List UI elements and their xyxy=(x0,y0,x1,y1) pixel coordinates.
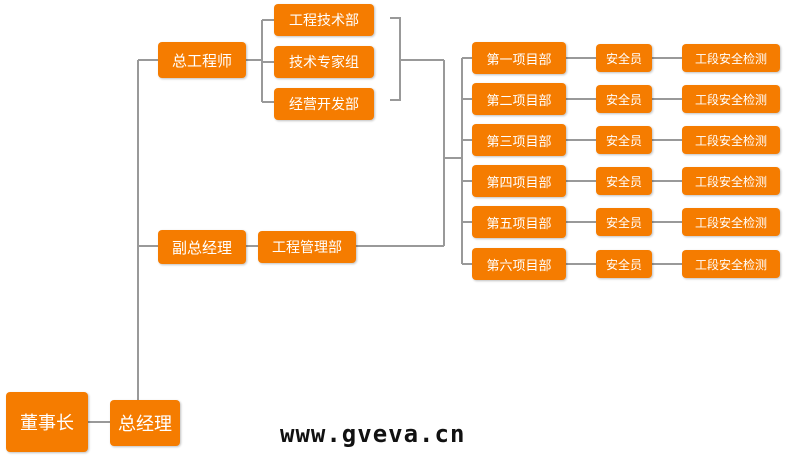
node-chief-engineer: 总工程师 xyxy=(158,42,246,78)
node-safety-check-3: 工段安全检测 xyxy=(682,126,780,154)
node-deputy-gm: 副总经理 xyxy=(158,230,246,264)
node-safety-check-2: 工段安全检测 xyxy=(682,85,780,113)
node-project-3: 第三项目部 xyxy=(472,124,566,156)
node-project-1: 第一项目部 xyxy=(472,42,566,74)
node-project-6: 第六项目部 xyxy=(472,248,566,280)
node-biz-dev-dept: 经营开发部 xyxy=(274,88,374,120)
node-safety-officer-3: 安全员 xyxy=(596,126,652,154)
node-project-5: 第五项目部 xyxy=(472,206,566,238)
node-safety-officer-2: 安全员 xyxy=(596,85,652,113)
node-chairman: 董事长 xyxy=(6,392,88,452)
node-safety-check-1: 工段安全检测 xyxy=(682,44,780,72)
watermark-text: www.gveva.cn xyxy=(280,420,466,448)
node-project-2: 第二项目部 xyxy=(472,83,566,115)
node-safety-officer-1: 安全员 xyxy=(596,44,652,72)
node-safety-officer-5: 安全员 xyxy=(596,208,652,236)
node-safety-check-5: 工段安全检测 xyxy=(682,208,780,236)
node-safety-officer-4: 安全员 xyxy=(596,167,652,195)
node-general-manager: 总经理 xyxy=(110,400,180,446)
node-safety-officer-6: 安全员 xyxy=(596,250,652,278)
node-safety-check-6: 工段安全检测 xyxy=(682,250,780,278)
node-tech-expert-group: 技术专家组 xyxy=(274,46,374,78)
node-eng-tech-dept: 工程技术部 xyxy=(274,4,374,36)
node-eng-mgmt-dept: 工程管理部 xyxy=(258,231,356,263)
node-safety-check-4: 工段安全检测 xyxy=(682,167,780,195)
node-project-4: 第四项目部 xyxy=(472,165,566,197)
